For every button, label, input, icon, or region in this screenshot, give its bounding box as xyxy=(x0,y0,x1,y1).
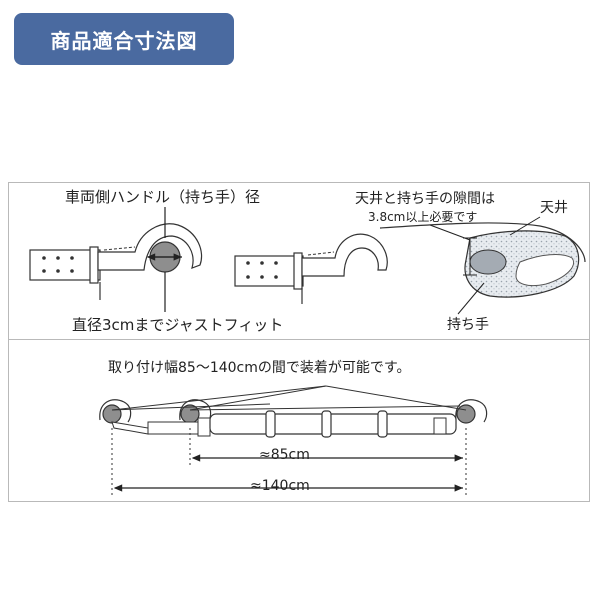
handle-diameter-label: 車両側ハンドル（持ち手）径 xyxy=(65,188,261,206)
ceiling-and-grip xyxy=(379,216,586,315)
clearance-label-line1: 天井と持ち手の隙間は xyxy=(355,191,495,207)
installation-bar xyxy=(99,385,488,496)
grip-label: 持ち手 xyxy=(447,317,489,333)
max-width-label: ≈140cm xyxy=(250,478,310,494)
clearance-label-line2: 3.8cm以上必要です xyxy=(368,210,478,224)
diameter-fit-label: 直径3cmまでジャストフィット xyxy=(72,316,284,334)
strap-end-right xyxy=(234,233,388,304)
strap-end-left xyxy=(29,223,203,300)
page-title-badge: 商品適合寸法図 xyxy=(14,13,234,65)
page-title: 商品適合寸法図 xyxy=(50,28,198,53)
panel-divider xyxy=(8,339,590,340)
ceiling-label: 天井 xyxy=(540,200,568,216)
min-width-label: ≈85cm xyxy=(259,447,310,463)
double-arrow-icon xyxy=(113,454,463,492)
install-range-label: 取り付け幅85〜140cmの間で装着が可能です。 xyxy=(108,360,411,376)
handle-cross-section xyxy=(146,207,182,312)
